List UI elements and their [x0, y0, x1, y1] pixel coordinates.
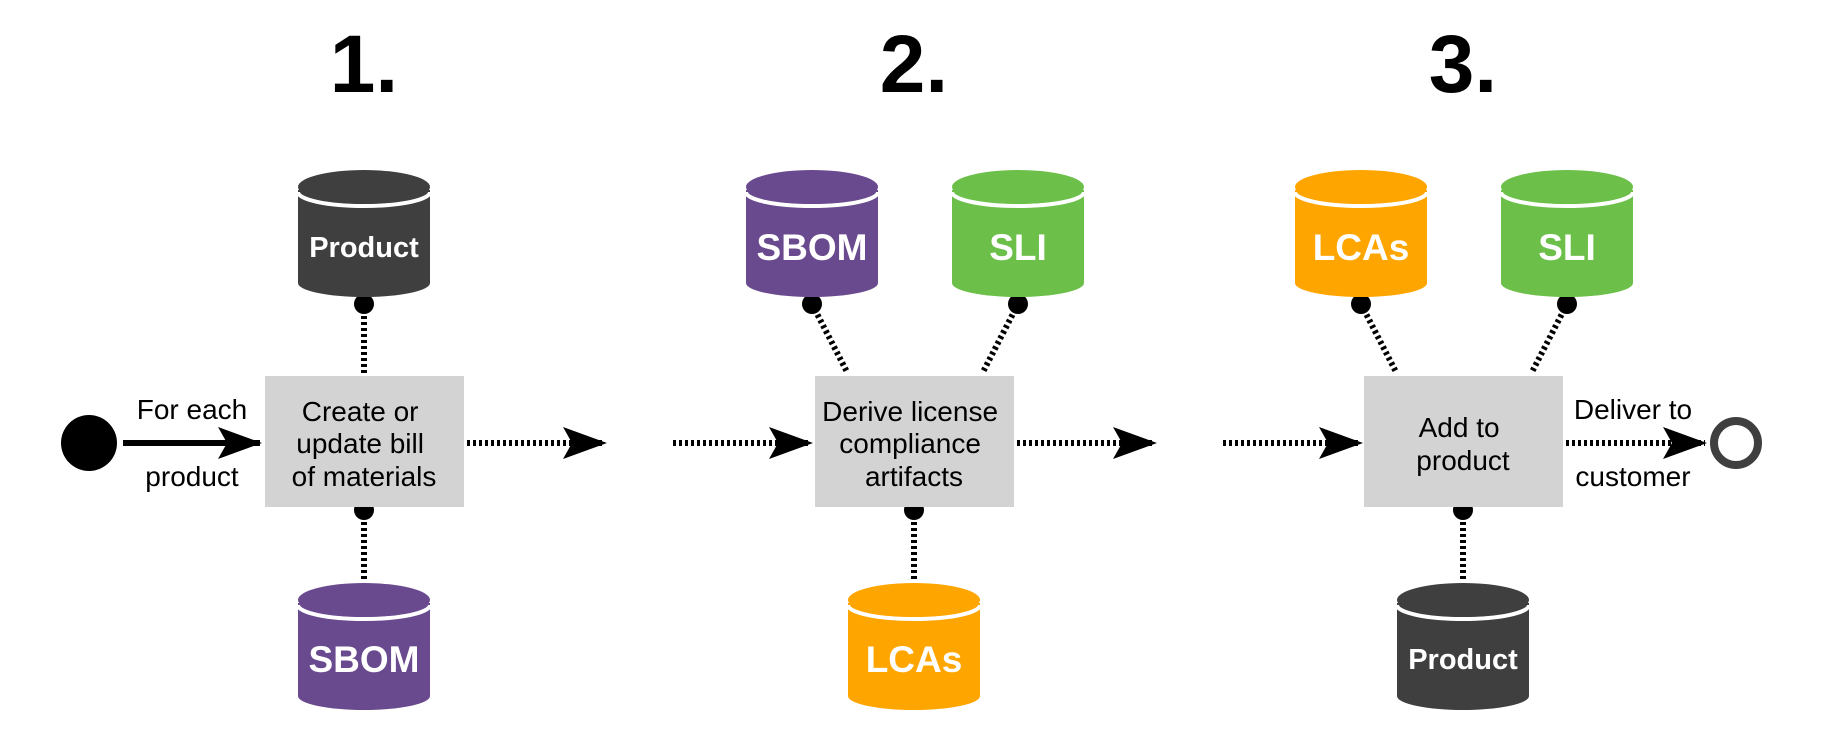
end-edge-label-bottom: customer	[1575, 461, 1690, 492]
step-3-db-sli-label: SLI	[1538, 227, 1596, 268]
step-3-number: 3.	[1429, 19, 1497, 110]
step-2-db-sli-label: SLI	[989, 227, 1047, 268]
step-2-group: Derive license compliance artifacts SBOM…	[744, 170, 1086, 710]
end-node	[1710, 417, 1762, 469]
start-edge-label-top: For each	[137, 394, 248, 425]
step-2-db-sbom-label: SBOM	[757, 227, 868, 268]
step-3-db-sli: SLI	[1499, 170, 1635, 297]
step-2-db-lcas: LCAs	[846, 583, 982, 710]
step-3-connector-top-right-dot	[1557, 294, 1577, 314]
start-node	[61, 415, 117, 471]
step-3-connector-top-right	[1529, 302, 1570, 374]
step-3-db-lcas: LCAs	[1293, 170, 1429, 297]
step-3-connector-top-left	[1358, 302, 1399, 374]
step-1-db-sbom-label: SBOM	[309, 639, 420, 680]
step-3-group: Add to product LCAs SLI Product	[1293, 170, 1635, 710]
step-1-process-label: Create or update bill of materials	[292, 396, 437, 492]
step-3-process-label: Add to product	[1416, 412, 1510, 476]
step-1-process-box	[265, 376, 464, 507]
start-edge-label-bottom: product	[145, 461, 239, 492]
step-1-db-sbom: SBOM	[296, 583, 432, 710]
step-1-number: 1.	[330, 19, 398, 110]
step-3-db-product-label: Product	[1408, 644, 1518, 676]
step-2-connector-top-right-dot	[1008, 294, 1028, 314]
step-3-db-product: Product	[1395, 583, 1531, 710]
step-3-db-lcas-label: LCAs	[1313, 227, 1410, 268]
step-2-connector-top-right	[980, 302, 1021, 374]
step-1-db-product-label: Product	[309, 232, 419, 264]
step-2-number: 2.	[880, 19, 948, 110]
step-1-group: Create or update bill of materials Produ…	[265, 170, 464, 710]
step-2-process-label: Derive license compliance artifacts	[822, 396, 1006, 492]
step-1-db-product: Product	[296, 170, 432, 297]
end-edge-label-top: Deliver to	[1574, 394, 1692, 425]
step-2-db-sbom: SBOM	[744, 170, 880, 297]
step-2-process-box	[815, 376, 1014, 507]
step-1-connector-top-dot	[354, 294, 374, 314]
step-3-process-box	[1364, 376, 1563, 507]
step-2-db-sli: SLI	[950, 170, 1086, 297]
step-2-db-lcas-label: LCAs	[866, 639, 963, 680]
step-2-connector-top-left-dot	[802, 294, 822, 314]
step-2-connector-top-left	[809, 302, 850, 374]
step-3-connector-top-left-dot	[1351, 294, 1371, 314]
